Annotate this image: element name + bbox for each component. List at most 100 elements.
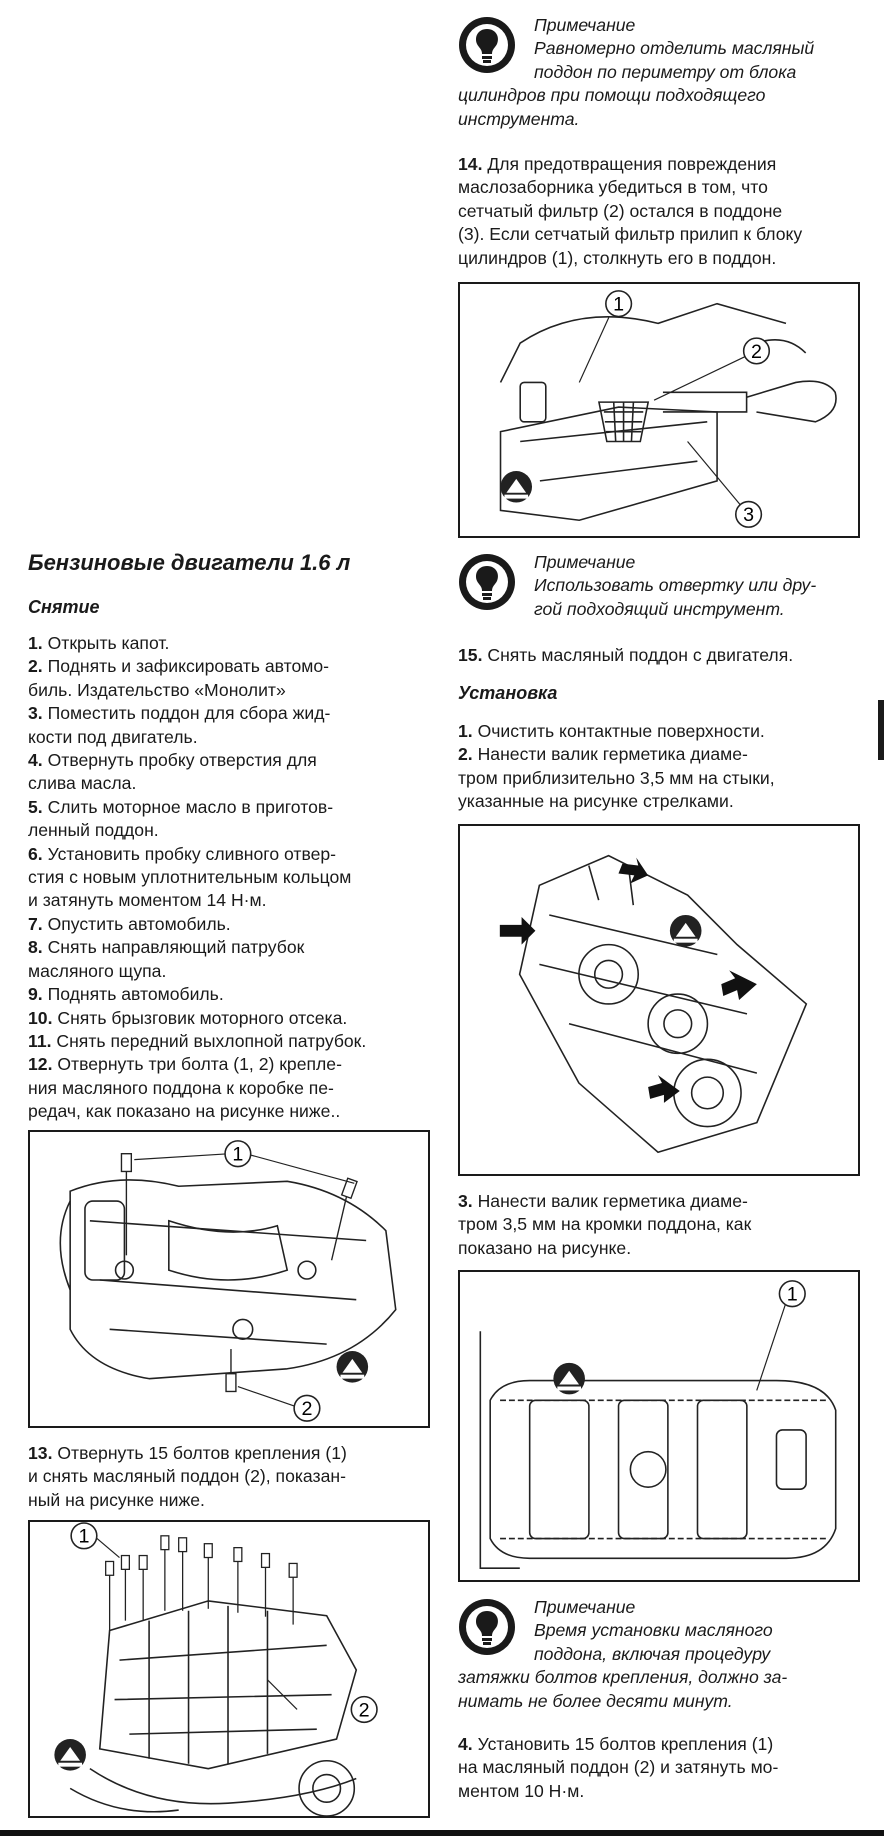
note-1: Примечание Равномерно отделить масляный … [458, 14, 860, 131]
transmission-bolts-drawing: 1 2 [59, 1140, 397, 1422]
step-number: 5. [28, 796, 43, 817]
sealant-arrow-set [499, 857, 757, 1103]
step-line: тром приблизительно 3,5 мм на стыки, [458, 767, 860, 790]
step-text: масляного щупа. [28, 960, 167, 981]
step-text: и затянуть моментом 14 Н·м. [28, 890, 267, 911]
oil-strainer-drawing: 1 2 3 [499, 290, 837, 528]
step-text: Установить пробку сливного отвер- [47, 843, 337, 864]
step-line: 14. Для предотвращения повреждения [458, 153, 860, 176]
step-text: и снять масляный поддон (2), показан- [28, 1466, 346, 1487]
step-line: 2. Поднять и зафиксировать автомо- [28, 655, 430, 678]
sealant-joints-drawing [499, 854, 808, 1154]
arrow-icon [618, 857, 649, 884]
note-title: Примечание [534, 1597, 636, 1617]
callout-2-label: 2 [751, 341, 762, 363]
step-line: (3). Если сетчатый фильтр прилип к блоку [458, 223, 860, 246]
note-line: поддон по периметру от блока [534, 61, 797, 82]
callout-2-label: 2 [359, 1699, 370, 1721]
step-text: ментом 10 Н·м. [458, 1780, 585, 1801]
figure-pan-sealant: 1 [458, 1270, 860, 1582]
install-step-3: 3. Нанести валик герметика диаме-тром 3,… [458, 1190, 860, 1260]
callout-2-circle [350, 1695, 378, 1724]
step-text: Поднять и зафиксировать автомо- [47, 656, 329, 677]
oil-pan-bolts-drawing: 1 2 [54, 1522, 378, 1816]
step-line: маслозаборника убедиться в том, что [458, 176, 860, 199]
step-line: указанные на рисунке стрелками. [458, 790, 860, 813]
step-text: редач, как показано на рисунке ниже.. [28, 1101, 341, 1122]
step-text: Для предотвращения повреждения [487, 154, 777, 174]
callout-3-circle [734, 500, 763, 528]
note-line: Равномерно отделить масляный [534, 38, 815, 59]
step-line: ния масляного поддона к коробке пе- [28, 1077, 430, 1100]
step-line: 6. Установить пробку сливного отвер- [28, 843, 430, 866]
step-text: на масляный поддон (2) и затянуть мо- [458, 1757, 779, 1778]
callout-2-circle [293, 1394, 321, 1422]
publisher-logo-icon [336, 1351, 369, 1383]
step-line: и затянуть моментом 14 Н·м. [28, 889, 430, 912]
note-line: затяжки болтов крепления, должно за- [458, 1667, 788, 1688]
step-number: 15. [458, 645, 483, 665]
callout-1-circle [70, 1522, 98, 1550]
step-number: 7. [28, 913, 43, 934]
step-line: показано на рисунке. [458, 1237, 860, 1260]
step-line: слива масла. [28, 772, 430, 795]
step-number: 1. [28, 633, 43, 653]
step-line: биль. Издательство «Монолит» [28, 679, 430, 702]
step-text: биль. Издательство «Монолит» [28, 679, 286, 700]
callout-1-label: 1 [78, 1526, 89, 1548]
callout-2-label: 2 [301, 1398, 312, 1420]
step-13: 13. Отвернуть 15 болтов крепления (1)и с… [28, 1442, 430, 1512]
step-line: тром 3,5 мм на кромки поддона, как [458, 1213, 860, 1236]
callout-2-circle [742, 337, 771, 365]
step-text: тром 3,5 мм на кромки поддона, как [458, 1214, 752, 1235]
lightbulb-icon [459, 554, 515, 610]
lightbulb-icon [459, 17, 515, 73]
step-text: Отвернуть три болта (1, 2) крепле- [57, 1054, 342, 1075]
step-line: 7. Опустить автомобиль. [28, 913, 430, 936]
note-line: поддона, включая процедуру [534, 1643, 771, 1664]
step-text: Снять брызговик моторного отсека. [57, 1007, 348, 1028]
install-steps: 1. Очистить контактные поверхности.2. На… [458, 720, 860, 814]
install-step-4: 4. Установить 15 болтов крепления (1) на … [458, 1733, 860, 1803]
note-line: нимать не более десяти минут. [458, 1690, 733, 1711]
step-number: 12. [28, 1054, 53, 1075]
step-line: масляного щупа. [28, 960, 430, 983]
step-line: 2. Нанести валик герметика диаме- [458, 743, 860, 766]
note-line: инструмента. [458, 108, 580, 129]
step-line: 5. Слить моторное масло в приготов- [28, 796, 430, 819]
step-line: 4. Отвернуть пробку отверстия для [28, 749, 430, 772]
step-line: 10. Снять брызговик моторного отсека. [28, 1007, 430, 1030]
step-line: 12. Отвернуть три болта (1, 2) крепле- [28, 1053, 430, 1076]
removal-subheading: Снятие [28, 597, 100, 617]
lightbulb-icon [459, 1599, 515, 1655]
step-15: 15. Снять масляный поддон с двигателя. [458, 644, 860, 667]
bottom-rule [0, 1830, 884, 1836]
step-text: Очистить контактные поверхности. [477, 721, 765, 741]
callout-1-circle [605, 290, 633, 318]
step-text: Установить 15 болтов крепления (1) [477, 1734, 774, 1754]
figure-oil-pan-bolts: 1 2 [28, 1520, 430, 1818]
step-number: 13. [28, 1443, 53, 1463]
step-line: 3. Нанести валик герметика диаме- [458, 1190, 860, 1213]
figure-transmission-bolts: 1 2 [28, 1130, 430, 1428]
step-number: 10. [28, 1007, 53, 1028]
callout-1-circle [224, 1140, 252, 1168]
note-title: Примечание [534, 15, 636, 35]
note-line: Использовать отвертку или дру- [534, 575, 817, 596]
install-subheading: Установка [458, 683, 558, 703]
step-line: редач, как показано на рисунке ниже.. [28, 1100, 430, 1123]
step-line: 1. Очистить контактные поверхности. [458, 720, 860, 743]
step-number: 2. [28, 656, 43, 677]
step-line: и снять масляный поддон (2), показан- [28, 1465, 430, 1488]
step-text: тром приблизительно 3,5 мм на стыки, [458, 767, 775, 788]
step-number: 4. [458, 1734, 473, 1754]
step-text: Поместить поддон для сбора жид- [47, 703, 331, 724]
callout-1-label: 1 [232, 1144, 243, 1166]
step-text: сетчатый фильтр (2) остался в поддоне [458, 200, 783, 221]
step-line: ментом 10 Н·м. [458, 1780, 860, 1803]
step-text: кости под двигатель. [28, 726, 198, 747]
step-text: Снять масляный поддон с двигателя. [487, 645, 794, 665]
callout-1-label: 1 [787, 1284, 798, 1306]
step-line: 8. Снять направляющий патрубок [28, 936, 430, 959]
